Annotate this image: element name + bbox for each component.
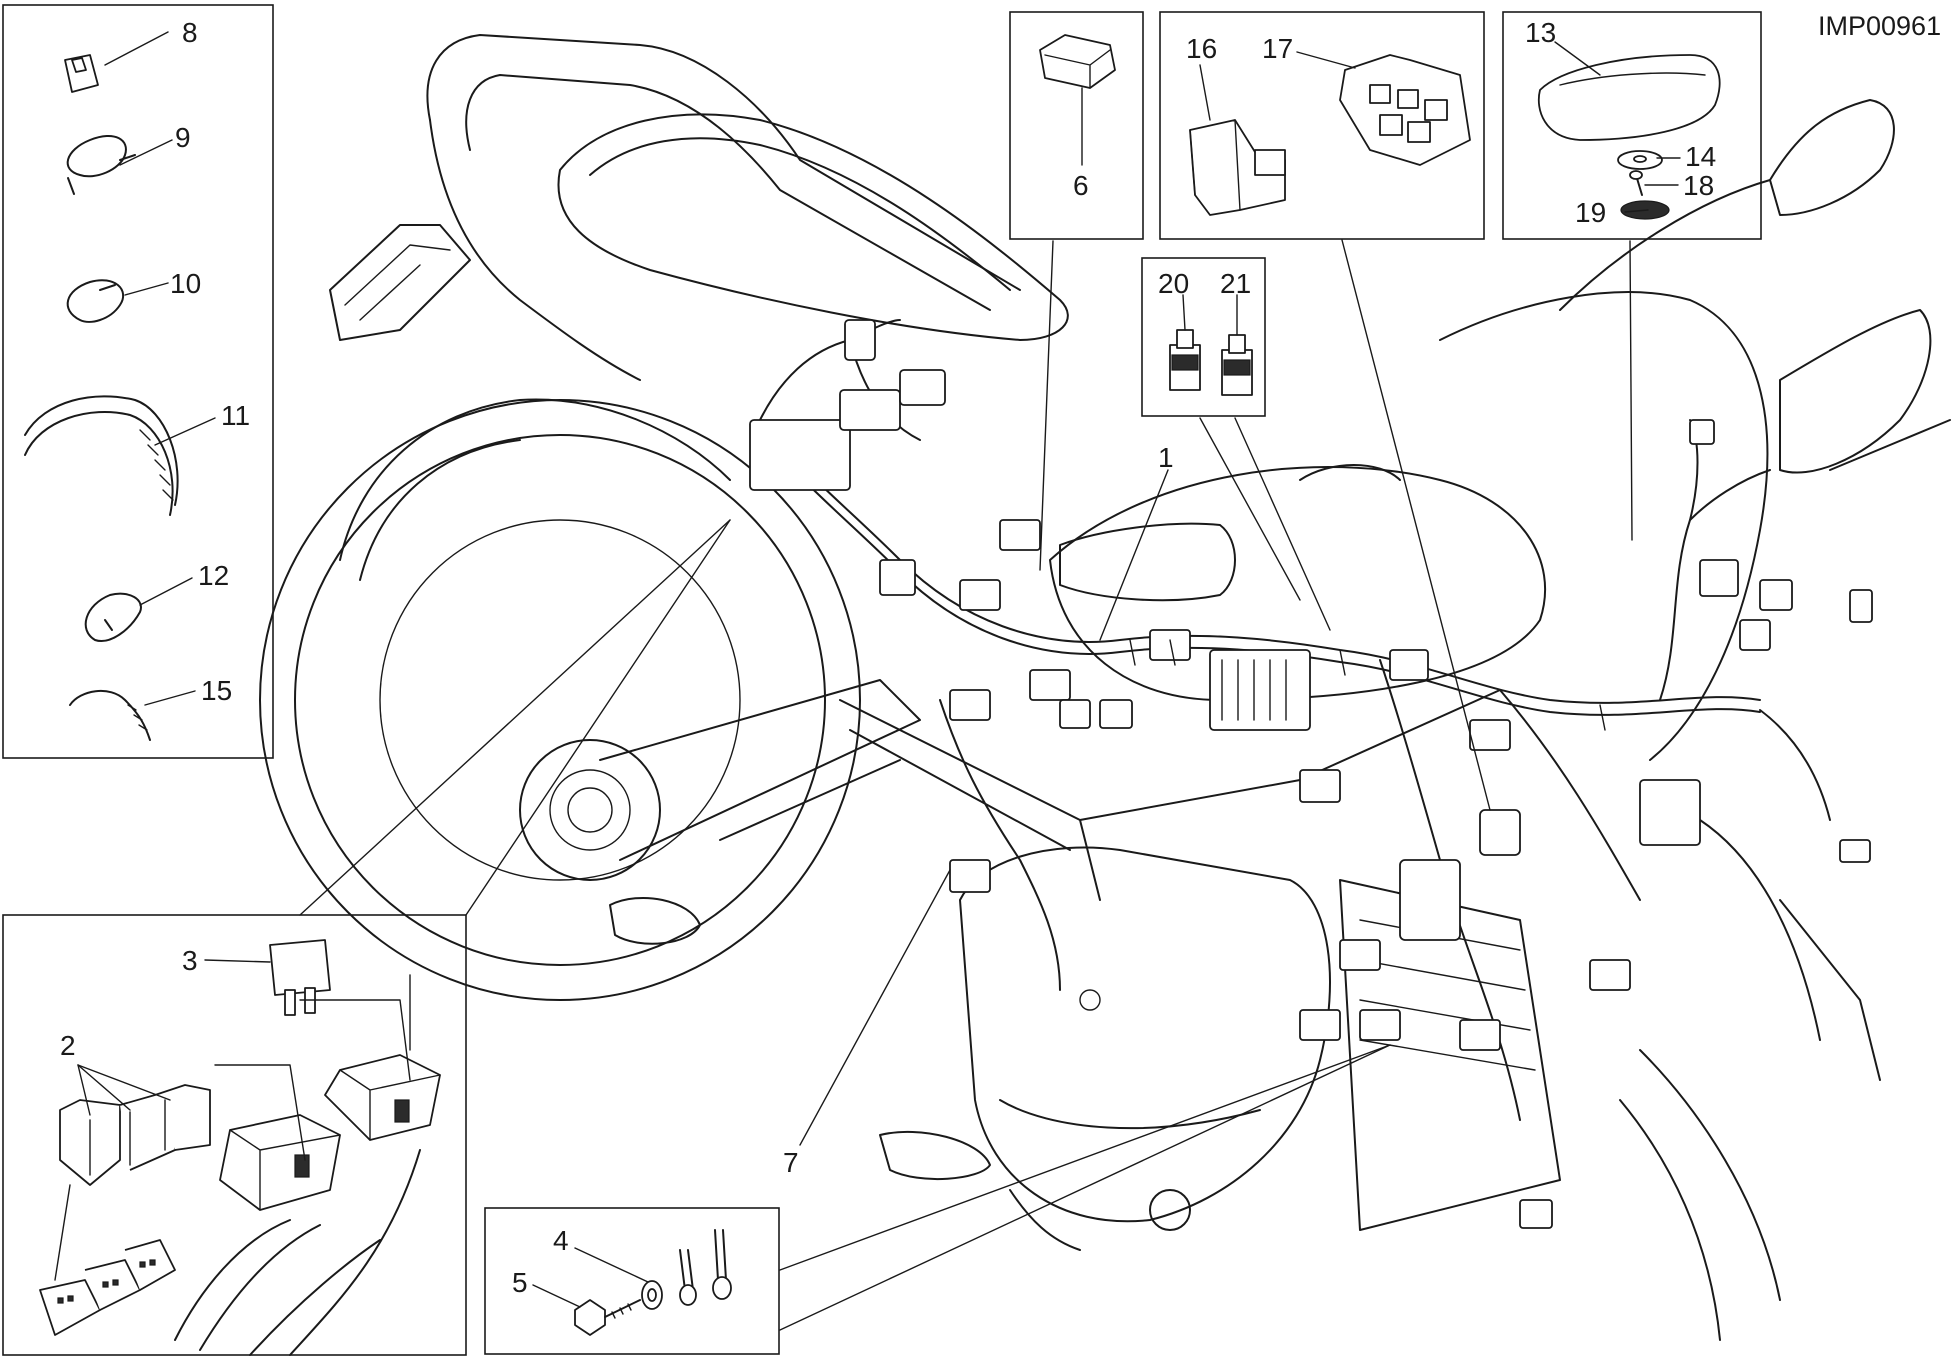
inset-box-20-21 <box>1141 257 1266 417</box>
wiring-harness <box>749 319 1873 1229</box>
callout-9: 9 <box>175 122 191 153</box>
callout-2: 2 <box>60 1030 76 1061</box>
callout-11: 11 <box>221 400 250 431</box>
callout-17: 17 <box>1262 33 1293 64</box>
callout-14: 14 <box>1685 141 1716 172</box>
inset-box-clips <box>2 4 274 759</box>
inset-box-6 <box>1009 11 1144 240</box>
callout-10: 10 <box>170 268 201 299</box>
callout-20: 20 <box>1158 268 1189 299</box>
callout-16: 16 <box>1186 33 1217 64</box>
callout-4: 4 <box>553 1225 569 1256</box>
callout-1: 1 <box>1158 442 1174 473</box>
callout-13: 13 <box>1525 17 1556 48</box>
callout-12: 12 <box>198 560 229 591</box>
callout-19: 19 <box>1575 197 1606 228</box>
leader-lines <box>54 31 1681 1331</box>
callout-21: 21 <box>1220 268 1251 299</box>
callout-6: 6 <box>1073 170 1089 201</box>
inset-box-ground <box>484 1207 780 1355</box>
motorcycle-outline <box>259 34 1951 1341</box>
callout-3: 3 <box>182 945 198 976</box>
callout-labels: IMP00961 1 2 3 4 5 6 7 8 9 10 11 12 13 1… <box>60 11 1941 1298</box>
inset-box-16-17 <box>1159 11 1485 240</box>
callout-7: 7 <box>783 1147 799 1178</box>
callout-5: 5 <box>512 1267 528 1298</box>
inset-box-fuses-relays <box>2 914 467 1356</box>
callout-8: 8 <box>182 17 198 48</box>
callout-15: 15 <box>201 675 232 706</box>
drawing-code: IMP00961 <box>1818 11 1941 41</box>
callout-18: 18 <box>1683 170 1714 201</box>
